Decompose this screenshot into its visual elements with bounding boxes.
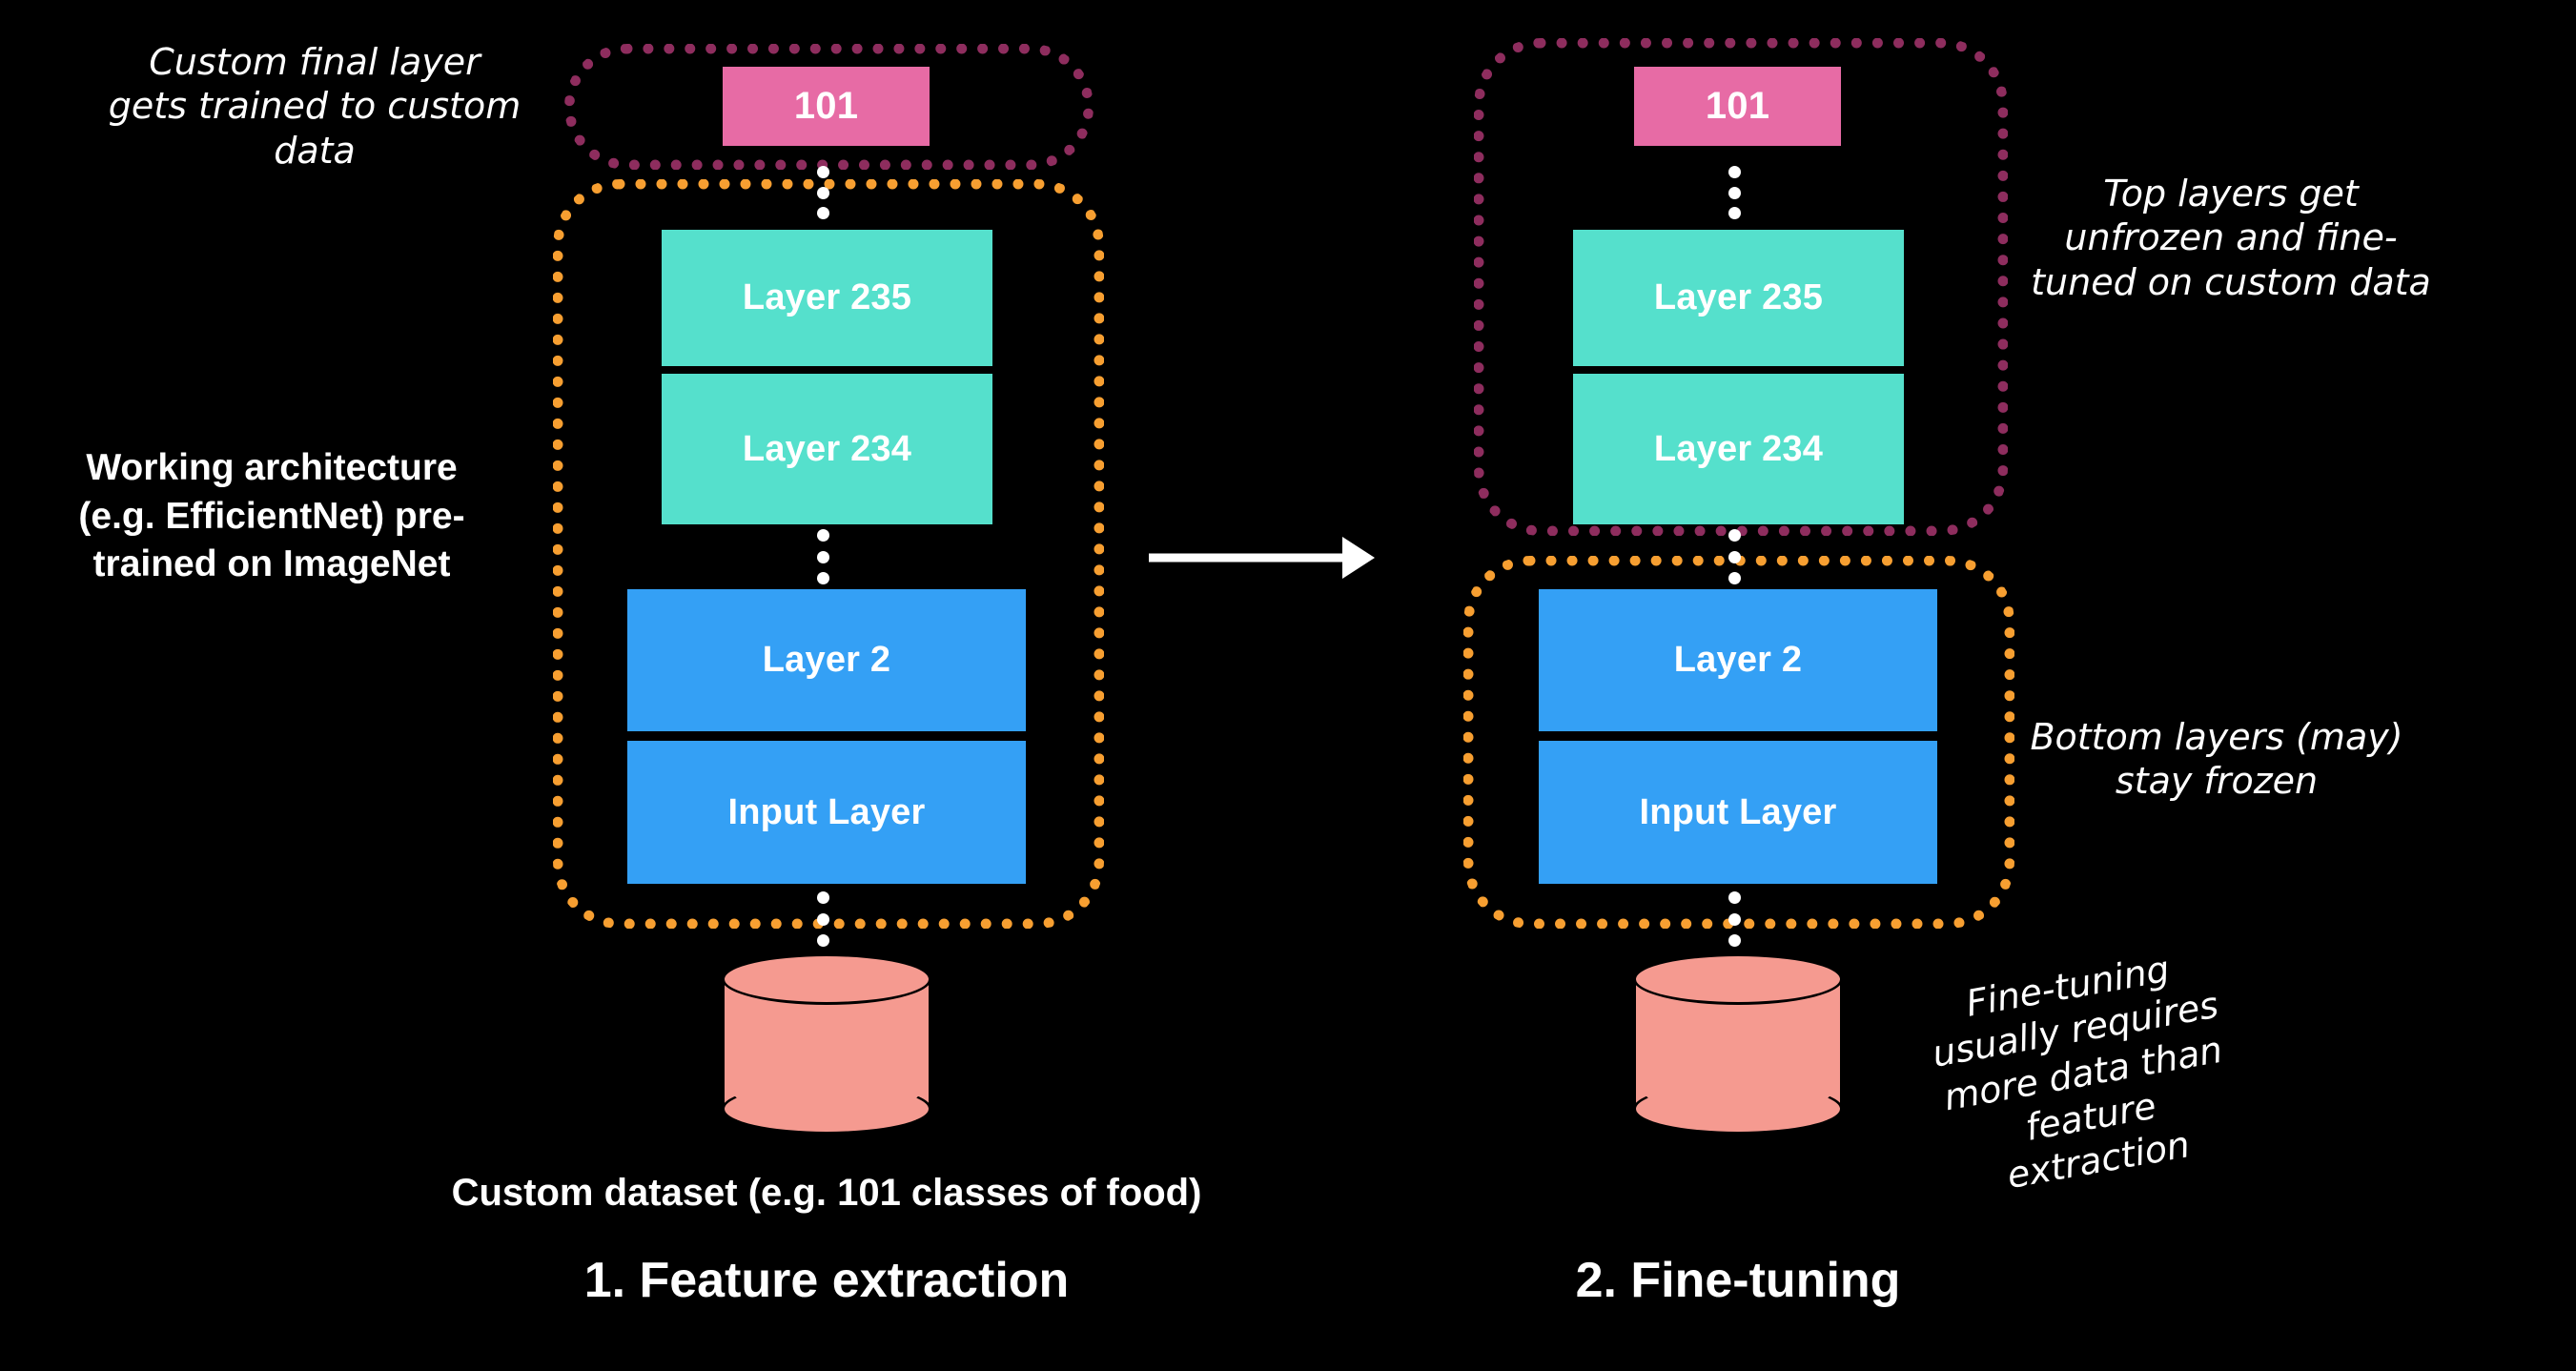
arrow-head (1342, 537, 1375, 579)
dot (817, 529, 829, 542)
right-layer-2[interactable]: Layer 2 (1539, 589, 1937, 731)
right-layer-input[interactable]: Input Layer (1539, 741, 1937, 884)
right-layer-output[interactable]: 101 (1634, 67, 1841, 146)
right-dots-bottom (1728, 891, 1741, 947)
dot (1728, 912, 1741, 926)
left-dataset-cylinder (722, 953, 931, 1135)
left-trainable-output-group (564, 44, 1094, 170)
title-fine-tuning: 2. Fine-tuning (1575, 1253, 1901, 1308)
right-dots-top (1728, 166, 1741, 219)
annotation-bottom-layers-frozen: Bottom layers (may) stay frozen (2030, 716, 2403, 803)
left-layer-235[interactable]: Layer 235 (662, 230, 992, 366)
cylinder-top (722, 953, 931, 1005)
dot (817, 912, 829, 926)
cylinder-bottom (1633, 1083, 1843, 1135)
dot (1728, 186, 1741, 199)
dot (817, 550, 829, 563)
right-layer-234[interactable]: Layer 234 (1573, 374, 1904, 524)
annotation-top-layers-unfrozen: Top layers get unfrozen and fine-tuned o… (2031, 173, 2431, 303)
arrow-line (1149, 553, 1349, 563)
left-dots-middle (817, 529, 829, 584)
right-dataset-cylinder (1633, 953, 1843, 1135)
left-layer-output[interactable]: 101 (723, 67, 930, 146)
right-layer-235[interactable]: Layer 235 (1573, 230, 1904, 366)
left-layer-2[interactable]: Layer 2 (627, 589, 1026, 731)
left-layer-input[interactable]: Input Layer (627, 741, 1026, 884)
dot (1728, 934, 1741, 947)
annotation-working-architecture: Working architecture (e.g. EfficientNet)… (78, 447, 465, 585)
left-frozen-base-group (553, 179, 1104, 929)
dot (817, 207, 829, 219)
dot (1728, 550, 1741, 563)
dot (817, 934, 829, 947)
dot (817, 166, 829, 178)
left-dots-bottom (817, 891, 829, 947)
flow-arrow (1149, 536, 1375, 580)
dot (1728, 529, 1741, 542)
left-dots-top (817, 166, 829, 219)
dot (1728, 166, 1741, 178)
right-dots-middle (1728, 529, 1741, 584)
dot (1728, 207, 1741, 219)
cylinder-top (1633, 953, 1843, 1005)
right-unfrozen-top-group (1474, 38, 2008, 536)
dot (817, 891, 829, 904)
cylinder-bottom (722, 1083, 931, 1135)
dot (817, 186, 829, 199)
dataset-caption: Custom dataset (e.g. 101 classes of food… (451, 1172, 1202, 1214)
annotation-custom-final-layer: Custom final layer gets trained to custo… (108, 41, 521, 172)
annotation-fine-tuning-more-data: Fine-tuning usually requires more data t… (1929, 948, 2226, 1197)
dot (1728, 891, 1741, 904)
left-layer-234[interactable]: Layer 234 (662, 374, 992, 524)
dot (1728, 572, 1741, 584)
title-feature-extraction: 1. Feature extraction (583, 1253, 1070, 1308)
dot (817, 572, 829, 584)
